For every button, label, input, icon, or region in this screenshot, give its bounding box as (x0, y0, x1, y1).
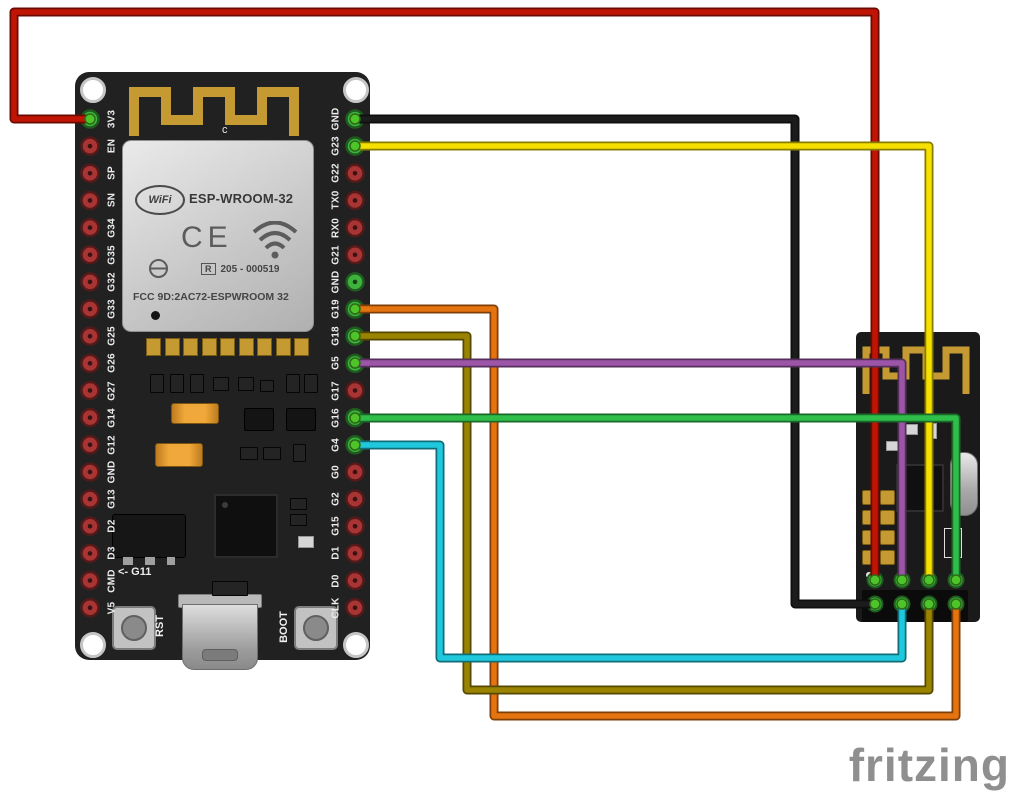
castellated-pad (294, 338, 309, 356)
esp32-pin-g14[interactable] (80, 407, 100, 428)
esp32-pin-g33[interactable] (80, 299, 100, 319)
esp32-pin-g22[interactable] (345, 163, 365, 184)
esp32-pin-tx0[interactable] (345, 190, 365, 211)
cert-mark-icon (149, 259, 168, 278)
capacitor (155, 443, 203, 467)
rf-shield: WiFi ESP-WROOM-32 CE R 205 - 000519 FCC 9… (122, 140, 314, 332)
wire-yellow-g23[interactable] (349, 140, 935, 586)
wire-green-g16[interactable] (349, 412, 962, 586)
esp32-pin-g27[interactable] (80, 380, 100, 401)
nrf-through-hole-pad (880, 490, 895, 505)
esp32-pin-g35[interactable] (80, 245, 100, 265)
esp32-pin-g13[interactable] (80, 489, 100, 509)
esp32-pin-g21[interactable] (345, 245, 365, 265)
castellated-pad (146, 338, 161, 356)
serial-number: 205 - 000519 (220, 263, 280, 275)
esp32-pin-en[interactable] (80, 136, 100, 156)
marker-dot (151, 311, 160, 320)
esp32-pin-g0[interactable] (345, 462, 365, 482)
wire-orange-g19[interactable] (349, 303, 962, 721)
esp32-pin-sp[interactable] (80, 163, 100, 184)
rst-button[interactable] (112, 606, 156, 650)
capacitor (171, 403, 219, 424)
model-number: R 205 - 000519 (201, 263, 279, 275)
wire-cyan-g4[interactable] (349, 439, 908, 663)
fritzing-watermark: fritzing (848, 739, 1010, 791)
smd-component (170, 374, 184, 393)
smd-component (260, 380, 274, 392)
castellated-pad (183, 338, 198, 356)
smd-component (238, 377, 254, 391)
transistor (244, 408, 274, 431)
castellated-pad (220, 338, 235, 356)
castellated-pad (257, 338, 272, 356)
castellated-pad (238, 338, 254, 356)
esp32-pin-g2[interactable] (345, 489, 365, 509)
wifi-arcs-icon (252, 221, 298, 259)
esp32-pin-d3[interactable] (80, 543, 100, 564)
smd-component (150, 374, 164, 393)
castellated-pad (201, 338, 217, 356)
wire-purple-g5[interactable] (349, 357, 908, 586)
smd-component (286, 374, 300, 393)
esp32-pin-g26[interactable] (80, 353, 100, 374)
esp32-pin-g34[interactable] (80, 217, 100, 238)
castellated-pad (164, 338, 180, 356)
esp32-board[interactable]: c WiFi ESP-WROOM-32 CE R 205 - 000519 FCC… (75, 72, 370, 670)
voltage-regulator (112, 514, 186, 565)
wire-olive-g18[interactable] (349, 330, 935, 695)
esp32-pin-g15[interactable] (345, 516, 365, 536)
mounting-hole (80, 77, 106, 103)
mounting-hole (80, 632, 106, 658)
esp32-pin-d1[interactable] (345, 543, 365, 564)
smd-component (304, 374, 318, 393)
esp32-pin-d2[interactable] (80, 516, 100, 536)
esp32-pin-gnd[interactable] (80, 462, 100, 482)
smd-component (290, 514, 307, 526)
module-model-label: ESP-WROOM-32 (189, 191, 294, 206)
boot-button[interactable] (294, 606, 338, 650)
g11-label: <- G11 (118, 566, 152, 578)
smd-component (290, 498, 307, 510)
wire-red-3v3[interactable] (9, 7, 881, 586)
fcc-id-label: FCC 9D:2AC72-ESPWROOM 32 (133, 291, 289, 303)
esp32-pin-g17[interactable] (345, 380, 365, 401)
esp32-pin-rx0[interactable] (345, 217, 365, 238)
smd-component (293, 444, 306, 462)
smd-component (213, 377, 229, 391)
esp32-pin-gnd[interactable] (345, 272, 365, 292)
mounting-hole (343, 632, 369, 658)
esp32-pin-cmd[interactable] (80, 570, 100, 591)
esp32-pin-clk[interactable] (345, 597, 365, 618)
esp32-pin-g32[interactable] (80, 272, 100, 292)
castellated-pad (275, 338, 291, 356)
ce-mark: CE (181, 221, 233, 254)
smd-component (263, 447, 281, 460)
led (298, 536, 314, 548)
espressif-wifi-logo: WiFi (135, 185, 185, 215)
smd-component (190, 374, 204, 393)
usb-uart-chip (214, 494, 278, 558)
registered-box: R (201, 263, 216, 275)
esp32-pin-g25[interactable] (80, 326, 100, 346)
nrf-through-hole-pad (880, 510, 895, 525)
mounting-hole (343, 77, 369, 103)
esp32-pin-sn[interactable] (80, 190, 100, 211)
transistor (286, 408, 316, 431)
micro-usb-connector[interactable] (182, 604, 258, 670)
antenna-silkscreen-label: c (222, 124, 228, 136)
esp32-antenna-icon (129, 87, 299, 136)
esp32-pin-d0[interactable] (345, 570, 365, 591)
smd-component (240, 447, 258, 460)
smd-component (212, 581, 248, 596)
esp32-pin-v5[interactable] (80, 597, 100, 618)
nrf-through-hole-pad (880, 550, 895, 565)
nrf-antenna-icon (862, 346, 970, 394)
esp32-pin-g12[interactable] (80, 435, 100, 455)
nrf-through-hole-pad (880, 530, 895, 545)
